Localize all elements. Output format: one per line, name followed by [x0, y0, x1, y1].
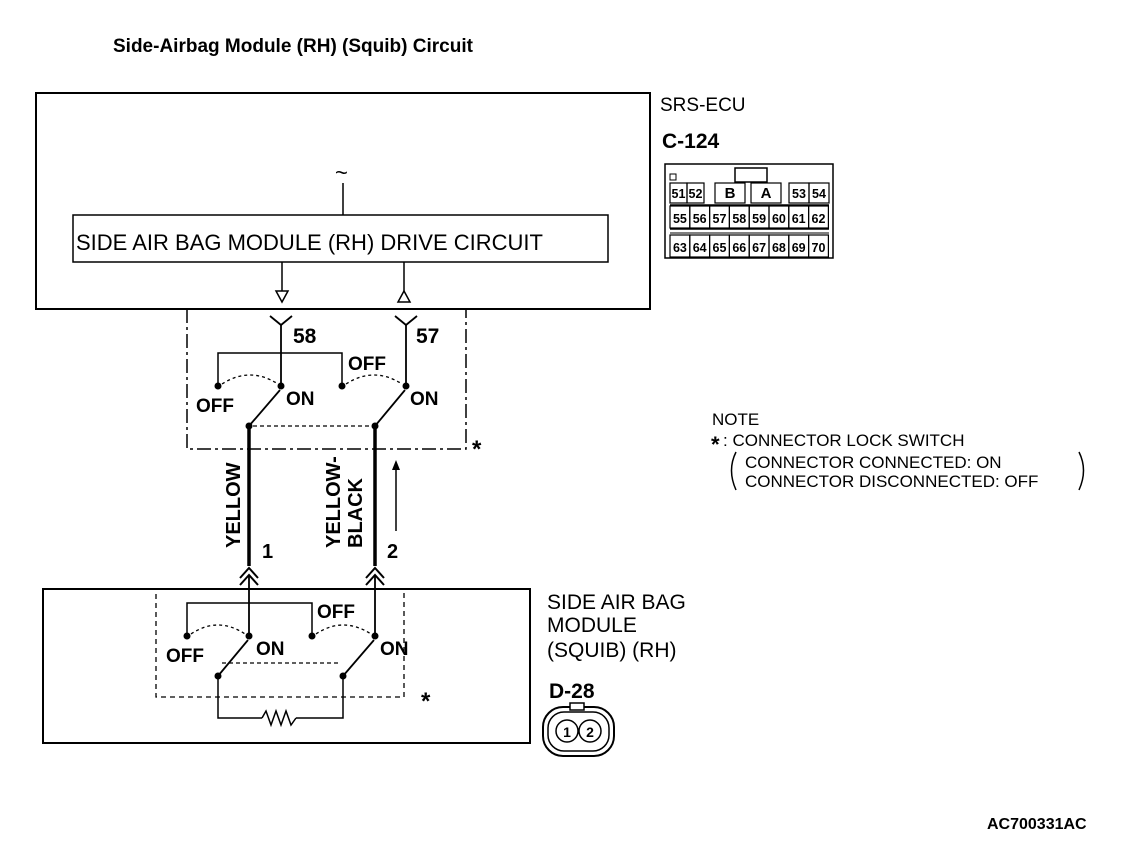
c124-cell-52: 52 — [689, 187, 703, 201]
module-switch2-off-label: OFF — [317, 602, 355, 623]
module-name-line1: SIDE AIR BAG — [547, 591, 686, 614]
ecu-switch1-travel-arc — [221, 374, 279, 385]
output-arrow-icon — [274, 290, 290, 304]
ecu-switch1-blade — [248, 389, 281, 427]
module-lock-switch-asterisk: * — [421, 688, 431, 715]
c124-cell-55: 55 — [673, 212, 687, 226]
c124-cell-53: 53 — [792, 187, 806, 201]
figure-code: AC700331AC — [987, 816, 1087, 833]
ecu-switch1-off-label: OFF — [196, 396, 234, 417]
c124-cell-border — [750, 182, 782, 204]
ecu-label: SRS-ECU — [660, 95, 746, 116]
c124-cell-B: B — [725, 185, 736, 202]
ecu-connector-id: C-124 — [662, 130, 720, 153]
note-asterisk: * — [711, 432, 720, 457]
ac-source-symbol: ~ — [335, 160, 348, 185]
ecu-switch1-on-label: ON — [286, 389, 315, 410]
module-name-line2: MODULE — [547, 614, 637, 637]
c124-cell-border — [714, 182, 746, 204]
module-name-line3: (SQUIB) (RH) — [547, 639, 677, 662]
connector-2-chevron-icon — [365, 566, 385, 579]
drive-circuit-box — [72, 214, 609, 263]
diagram-title: Side-Airbag Module (RH) (Squib) Circuit — [113, 36, 474, 57]
wire-yellow-black-label-line1: YELLOW- — [323, 456, 345, 548]
wire-yellow-label: YELLOW — [223, 462, 245, 548]
connector-1-chevron-icon — [239, 566, 259, 579]
module-switch2-travel-arc — [315, 624, 372, 635]
note-line3: CONNECTOR DISCONNECTED: OFF — [745, 472, 1038, 491]
wire-yellow-black-pin-label: 2 — [387, 541, 398, 563]
c124-cell-border — [808, 182, 830, 204]
note-heading: NOTE — [712, 410, 759, 429]
c124-cell-65: 65 — [713, 241, 727, 255]
d28-pin1-icon — [555, 719, 579, 743]
wire-yellow-black-label-line2: BLACK — [345, 477, 367, 548]
c124-cell-63: 63 — [673, 241, 687, 255]
ecu-switch2-off-label: OFF — [348, 354, 386, 375]
c124-cell-66: 66 — [732, 241, 746, 255]
pin57-terminal-icon — [394, 315, 407, 326]
ecu-switch2-on-label: ON — [410, 389, 439, 410]
squib-resistor-icon — [261, 708, 297, 728]
ecu-switch2-travel-arc — [345, 374, 403, 385]
note-bracket-right — [1078, 451, 1085, 491]
module-connector-id: D-28 — [549, 680, 595, 703]
wire-yellow-pin-label: 1 — [262, 541, 273, 563]
c124-cell-64: 64 — [693, 241, 707, 255]
ecu-lock-switch-asterisk: * — [472, 436, 482, 463]
module-switch-crosslink — [186, 602, 313, 636]
module-switch1-on-label: ON — [256, 639, 285, 660]
c124-cell-58: 58 — [732, 212, 746, 226]
c124-cell-A: A — [761, 185, 772, 202]
c124-cell-border — [807, 234, 829, 258]
ecu-box — [35, 92, 651, 310]
c124-cell-border — [807, 205, 829, 229]
module-box — [42, 588, 531, 744]
c124-cell-border — [686, 182, 705, 204]
c124-cell-51: 51 — [672, 187, 686, 201]
d28-pin2-label: 2 — [586, 724, 594, 740]
note-bracket-left — [730, 451, 737, 491]
c124-cell-62: 62 — [812, 212, 826, 226]
module-lock-switch-enclosure — [155, 588, 405, 698]
c124-cell-69: 69 — [792, 241, 806, 255]
module-switch1-blade — [217, 639, 249, 677]
c124-cell-54: 54 — [812, 187, 826, 201]
note-line2: CONNECTOR CONNECTED: ON — [745, 453, 1002, 472]
module-switch1-off-label: OFF — [166, 646, 204, 667]
module-switch1-travel-arc — [190, 624, 246, 635]
c124-connector-face-icon — [664, 163, 834, 259]
pin58-terminal-icon — [269, 315, 282, 326]
module-switch2-on-label: ON — [380, 639, 409, 660]
c124-cell-56: 56 — [693, 212, 707, 226]
c124-cell-70: 70 — [812, 241, 826, 255]
d28-pin2-icon — [578, 719, 602, 743]
c124-cell-68: 68 — [772, 241, 786, 255]
input-arrow-icon — [396, 289, 412, 303]
drive-circuit-label: SIDE AIR BAG MODULE (RH) DRIVE CIRCUIT — [76, 230, 543, 255]
ecu-switch-crosslink — [217, 352, 343, 386]
ecu-switch2-blade — [374, 389, 406, 427]
pin57-label: 57 — [416, 325, 439, 348]
c124-cell-60: 60 — [772, 212, 786, 226]
ecu-lock-switch-enclosure — [186, 309, 467, 450]
note-line1: : CONNECTOR LOCK SWITCH — [723, 431, 964, 450]
pin58-label: 58 — [293, 325, 317, 348]
d28-pin1-label: 1 — [563, 724, 571, 740]
c124-cell-67: 67 — [752, 241, 766, 255]
module-switch2-blade — [342, 639, 375, 677]
c124-cell-61: 61 — [792, 212, 806, 226]
c124-cell-59: 59 — [752, 212, 766, 226]
c124-cell-57: 57 — [713, 212, 727, 226]
